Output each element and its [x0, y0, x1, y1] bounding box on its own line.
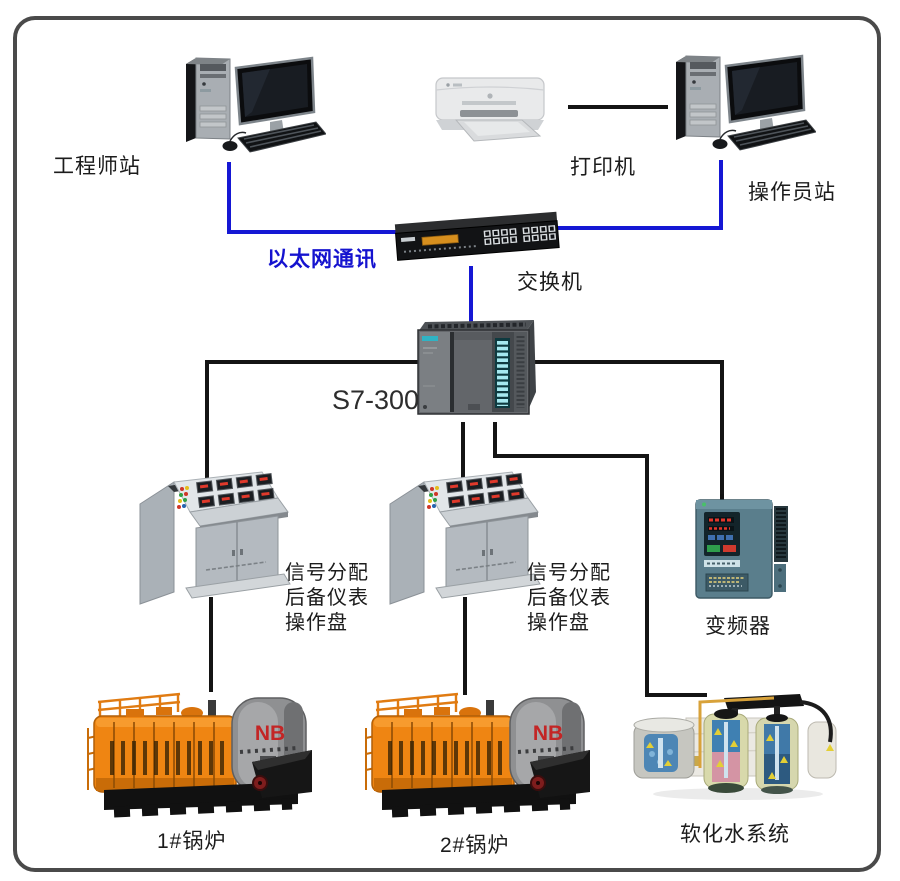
- nb-badge: NB: [255, 722, 285, 745]
- control-console-icon: [389, 471, 541, 605]
- link-engineer-switch-vertical: [227, 162, 231, 234]
- link-plc-softener-horizontal1: [493, 454, 649, 458]
- link-printer-operator: [568, 105, 668, 109]
- engineer-station-node: [180, 54, 326, 166]
- link-plc-panel-mid: [461, 422, 465, 490]
- link-plc-softener-vertical2: [645, 454, 649, 697]
- nb-badge: NB: [533, 722, 563, 745]
- printer-label: 打印机: [570, 156, 636, 179]
- link-plc-panel-left-vertical: [205, 360, 209, 480]
- link-switch-plc-vertical: [469, 266, 473, 326]
- printer-icon: [435, 77, 545, 142]
- engineer-station-label: 工程师站: [53, 155, 141, 178]
- link-plc-softener-horizontal2: [645, 693, 707, 697]
- link-plc-vfd-horizontal: [535, 360, 724, 364]
- softener-label: 软化水系统: [680, 823, 790, 846]
- frequency-converter-icon: [695, 494, 788, 599]
- link-panel-left-boiler1: [209, 597, 213, 692]
- link-plc-vfd-vertical: [720, 360, 724, 500]
- link-operator-switch-horizontal: [558, 226, 723, 230]
- panel-left-node: [136, 470, 292, 606]
- boiler2-node: NB: [362, 686, 594, 822]
- boiler-icon: NB: [365, 692, 590, 818]
- panel-left-label: 信号分配 后备仪表 操作盘: [285, 562, 369, 634]
- boiler1-node: NB: [84, 686, 316, 822]
- network-switch-icon: [394, 211, 560, 261]
- operator-station-label: 操作员站: [748, 181, 836, 204]
- link-plc-panel-left-horizontal: [205, 360, 421, 364]
- diagram-border: [13, 16, 881, 872]
- vfd-node: [690, 494, 794, 606]
- link-operator-switch-vertical: [719, 160, 723, 230]
- switch-label: 交换机: [517, 271, 583, 294]
- boiler1-label: 1#锅炉: [157, 830, 227, 853]
- vfd-label: 变频器: [705, 615, 771, 638]
- boiler-icon: NB: [87, 692, 312, 818]
- control-console-icon: [139, 471, 291, 605]
- link-panel-mid-boiler2: [463, 597, 467, 695]
- link-engineer-switch-horizontal: [227, 230, 399, 234]
- ethernet-label: 以太网通讯: [267, 248, 377, 271]
- panel-mid-label: 信号分配 后备仪表 操作盘: [527, 562, 611, 634]
- switch-node: [392, 206, 562, 266]
- plc-node: [416, 320, 538, 424]
- desktop-computer-icon: [186, 56, 326, 153]
- printer-node: [426, 70, 554, 146]
- softener-node: [628, 694, 856, 802]
- plc-icon: [417, 320, 536, 415]
- boiler2-label: 2#锅炉: [440, 834, 510, 857]
- plc-label: S7-300: [332, 385, 420, 415]
- water-softener-icon: [633, 694, 837, 800]
- link-plc-softener-vertical1: [493, 422, 497, 458]
- panel-mid-node: [386, 470, 542, 606]
- desktop-computer-icon: [676, 54, 816, 151]
- operator-station-node: [670, 52, 816, 164]
